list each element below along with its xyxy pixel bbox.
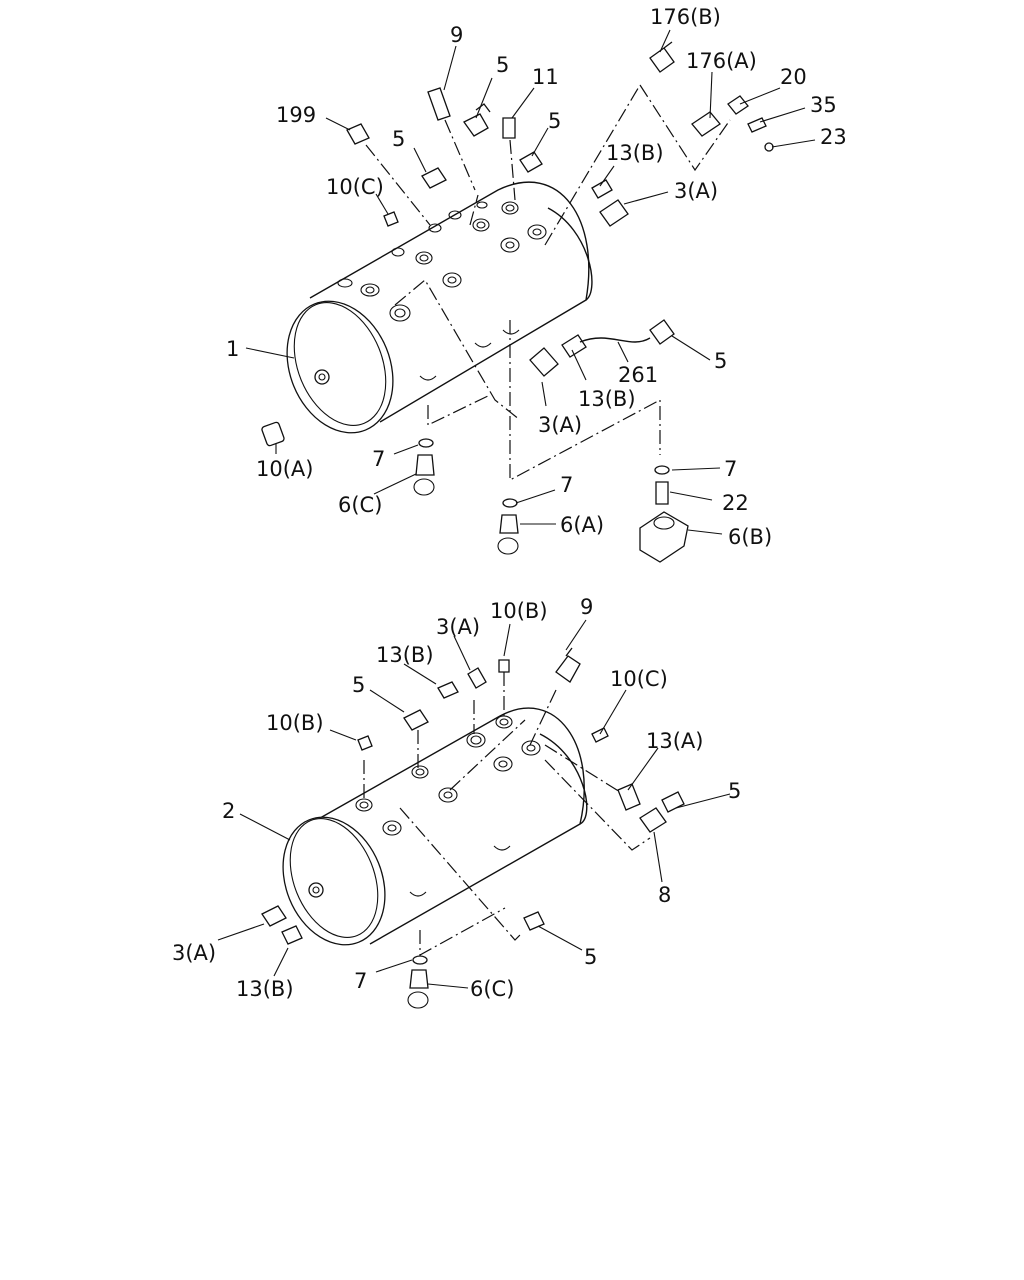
callout-13b-upper-b: 13(B) (578, 387, 636, 411)
callout-9-lower: 9 (580, 595, 593, 619)
callout-10c-lower: 10(C) (610, 667, 668, 691)
callout-5-upper-c: 5 (392, 127, 405, 151)
callout-23: 23 (820, 125, 847, 149)
callout-6a: 6(A) (560, 513, 604, 537)
lower-air-tank (261, 647, 685, 1009)
callout-5-upper-a: 5 (496, 53, 509, 77)
callout-6c-upper: 6(C) (338, 493, 382, 517)
callout-11: 11 (532, 65, 559, 89)
callout-13b-upper-a: 13(B) (606, 141, 664, 165)
callout-6c-lower: 6(C) (470, 977, 514, 1001)
callout-5-upper-d: 5 (714, 349, 727, 373)
callout-3a-lower-top: 3(A) (436, 615, 480, 639)
callout-13b-lower-left: 13(B) (236, 977, 294, 1001)
callout-5-lower-a: 5 (352, 673, 365, 697)
callout-13a: 13(A) (646, 729, 703, 753)
check-valve-icon (529, 347, 559, 377)
upper-air-tank (261, 41, 774, 563)
callout-10b-lower-top: 10(B) (490, 599, 548, 623)
safety-valve-lower-icon (555, 647, 581, 683)
callout-261: 261 (618, 363, 658, 387)
callout-176b-top: 176(B) (650, 5, 721, 29)
callout-13b-lower-top: 13(B) (376, 643, 434, 667)
callout-1: 1 (226, 337, 239, 361)
callout-10c-upper: 10(C) (326, 175, 384, 199)
callout-176a: 176(A) (686, 49, 757, 73)
callout-20: 20 (780, 65, 807, 89)
callout-22: 22 (722, 491, 749, 515)
callout-7-upper-b: 7 (724, 457, 737, 481)
callout-7-lower: 7 (354, 969, 367, 993)
callout-6b: 6(B) (728, 525, 772, 549)
callout-8: 8 (658, 883, 671, 907)
callout-35: 35 (810, 93, 837, 117)
callout-7-upper-c: 7 (560, 473, 573, 497)
callout-9-upper: 9 (450, 23, 463, 47)
callout-199: 199 (276, 103, 316, 127)
callout-10a: 10(A) (256, 457, 313, 481)
safety-valve-icon (427, 87, 451, 121)
callout-5-upper-b: 5 (548, 109, 561, 133)
callout-3a-upper-b: 3(A) (538, 413, 582, 437)
callout-5-lower-b: 5 (728, 779, 741, 803)
callout-3a-upper-a: 3(A) (674, 179, 718, 203)
callout-3a-lower-left: 3(A) (172, 941, 216, 965)
auto-drain-valve-icon (639, 511, 689, 563)
callout-5-lower-c: 5 (584, 945, 597, 969)
callout-10b-lower-left: 10(B) (266, 711, 324, 735)
callout-2: 2 (222, 799, 235, 823)
plug-fitting-icon (261, 421, 285, 447)
callout-7-upper-a: 7 (372, 447, 385, 471)
